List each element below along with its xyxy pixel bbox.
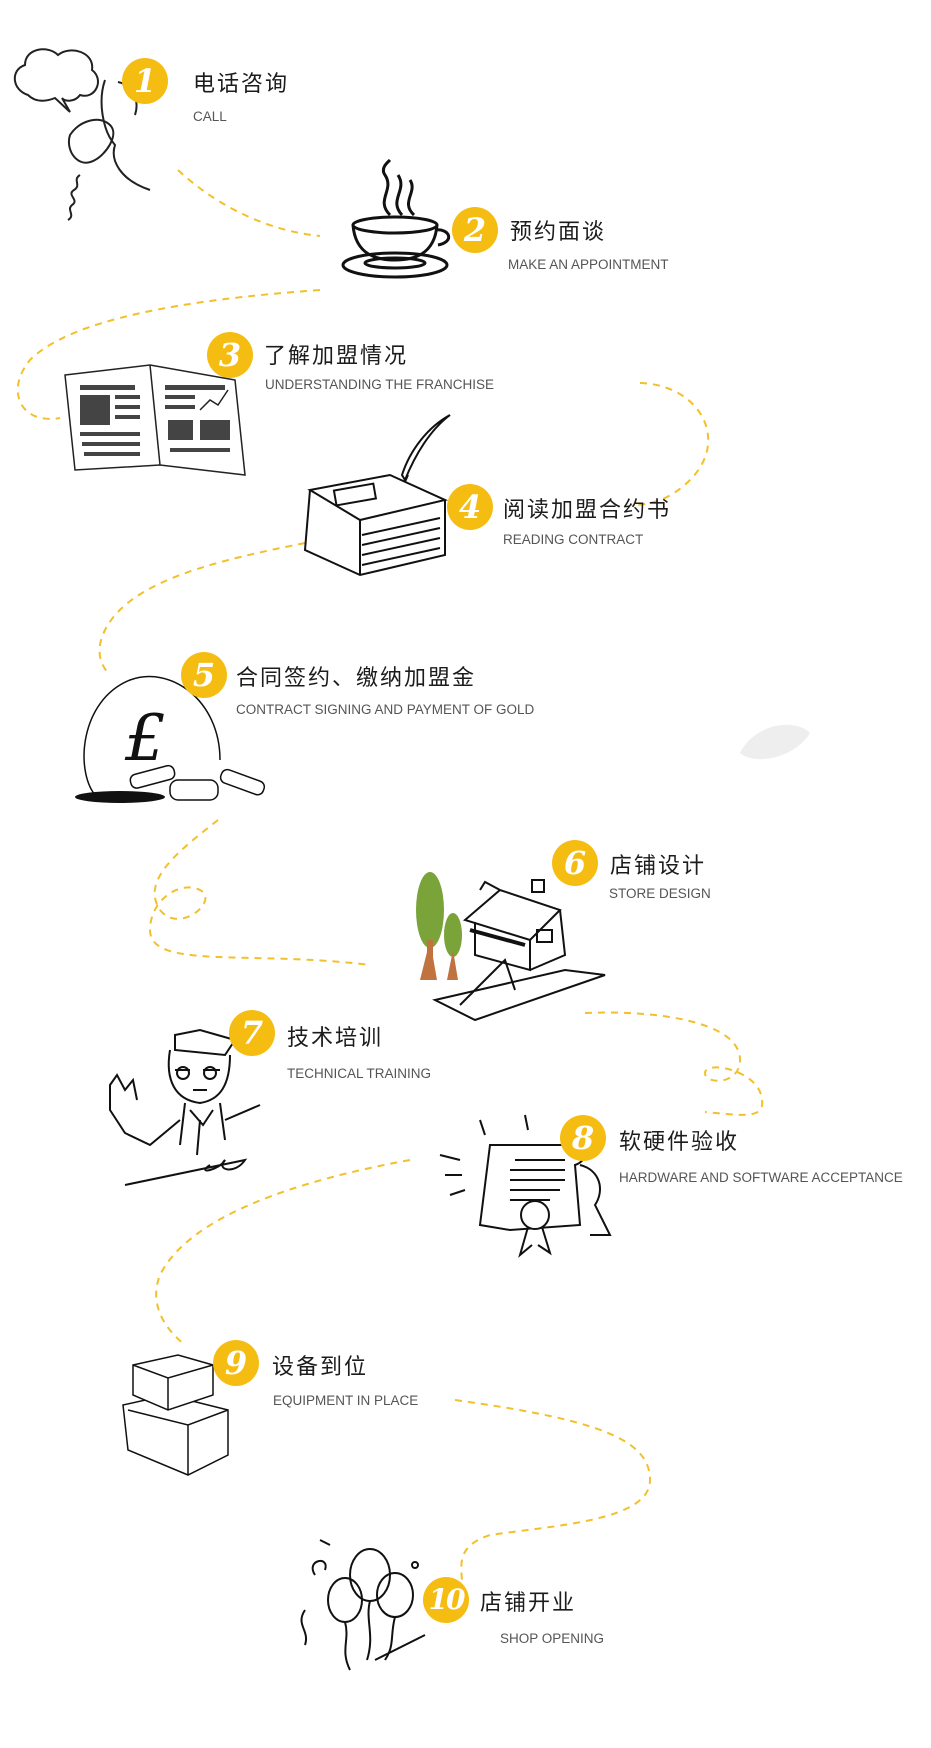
step-number-badge: 7 xyxy=(229,1010,275,1056)
step-subtitle: READING CONTRACT xyxy=(503,532,644,547)
step-subtitle: STORE DESIGN xyxy=(609,886,711,901)
step-9: 9 设备到位 EQUIPMENT IN PLACE xyxy=(0,1340,931,1500)
leaf-icon xyxy=(740,724,810,760)
step-subtitle: CONTRACT SIGNING AND PAYMENT OF GOLD xyxy=(236,702,535,717)
certificate-icon xyxy=(439,1114,612,1258)
step-4: 4 阅读加盟合约书 READING CONTRACT xyxy=(0,414,931,615)
step-title: 店铺开业 xyxy=(480,1591,577,1616)
svg-text:£: £ xyxy=(124,702,166,776)
step-10: 10 店铺开业 SHOP OPENING xyxy=(0,1520,931,1700)
step-number-badge: 5 xyxy=(181,652,227,698)
balloons-icon xyxy=(300,1539,426,1671)
step-title: 合同签约、缴纳加盟金 xyxy=(236,666,477,691)
step-3: 3 了解加盟情况 UNDERSTANDING THE FRANCHISE xyxy=(0,320,931,490)
step-1: 1 电话咨询 CALL xyxy=(0,0,931,221)
step-number-badge: 6 xyxy=(552,840,598,886)
step-2: 2 预约面谈 MAKE AN APPOINTMENT xyxy=(0,150,931,300)
step-subtitle: HARDWARE AND SOFTWARE ACCEPTANCE xyxy=(619,1170,903,1185)
coffee-cup-icon xyxy=(341,158,450,279)
step-number-badge: 2 xyxy=(452,207,498,253)
step-title: 阅读加盟合约书 xyxy=(503,498,672,523)
step-subtitle: MAKE AN APPOINTMENT xyxy=(508,257,669,272)
step-title: 电话咨询 xyxy=(193,72,290,97)
house-design-icon xyxy=(416,872,606,1022)
newspaper-icon xyxy=(64,364,246,476)
step-number-badge: 1 xyxy=(122,58,168,104)
step-title: 店铺设计 xyxy=(610,854,707,879)
step-number-badge: 10 xyxy=(423,1577,469,1623)
step-subtitle: CALL xyxy=(193,109,227,124)
step-subtitle: UNDERSTANDING THE FRANCHISE xyxy=(265,377,495,392)
step-5: £ 5 合同签约、缴纳加盟金 CONTRACT SIGNING AND PAYM… xyxy=(0,640,931,820)
step-7: 7 技术培训 TECHNICAL TRAINING xyxy=(0,1010,931,1190)
step-8: 8 软硬件验收 HARDWARE AND SOFTWARE ACCEPTANCE xyxy=(0,1110,931,1270)
step-6: 6 店铺设计 STORE DESIGN xyxy=(0,840,931,1040)
step-number-badge: 8 xyxy=(560,1115,606,1161)
step-number-badge: 9 xyxy=(213,1340,259,1386)
book-quill-icon xyxy=(303,414,451,577)
step-subtitle: SHOP OPENING xyxy=(500,1631,605,1646)
step-number-badge: 4 xyxy=(447,484,493,530)
step-title: 软硬件验收 xyxy=(619,1130,740,1155)
step-subtitle: EQUIPMENT IN PLACE xyxy=(273,1393,419,1408)
step-subtitle: TECHNICAL TRAINING xyxy=(287,1066,432,1081)
step-title: 了解加盟情况 xyxy=(264,344,409,369)
step-number-badge: 3 xyxy=(207,332,253,378)
money-bag-icon: £ xyxy=(75,675,266,803)
step-title: 设备到位 xyxy=(272,1355,369,1380)
step-title: 技术培训 xyxy=(287,1026,384,1051)
step-title: 预约面谈 xyxy=(510,220,607,245)
trainer-icon xyxy=(109,1028,261,1186)
boxes-icon xyxy=(122,1354,229,1476)
